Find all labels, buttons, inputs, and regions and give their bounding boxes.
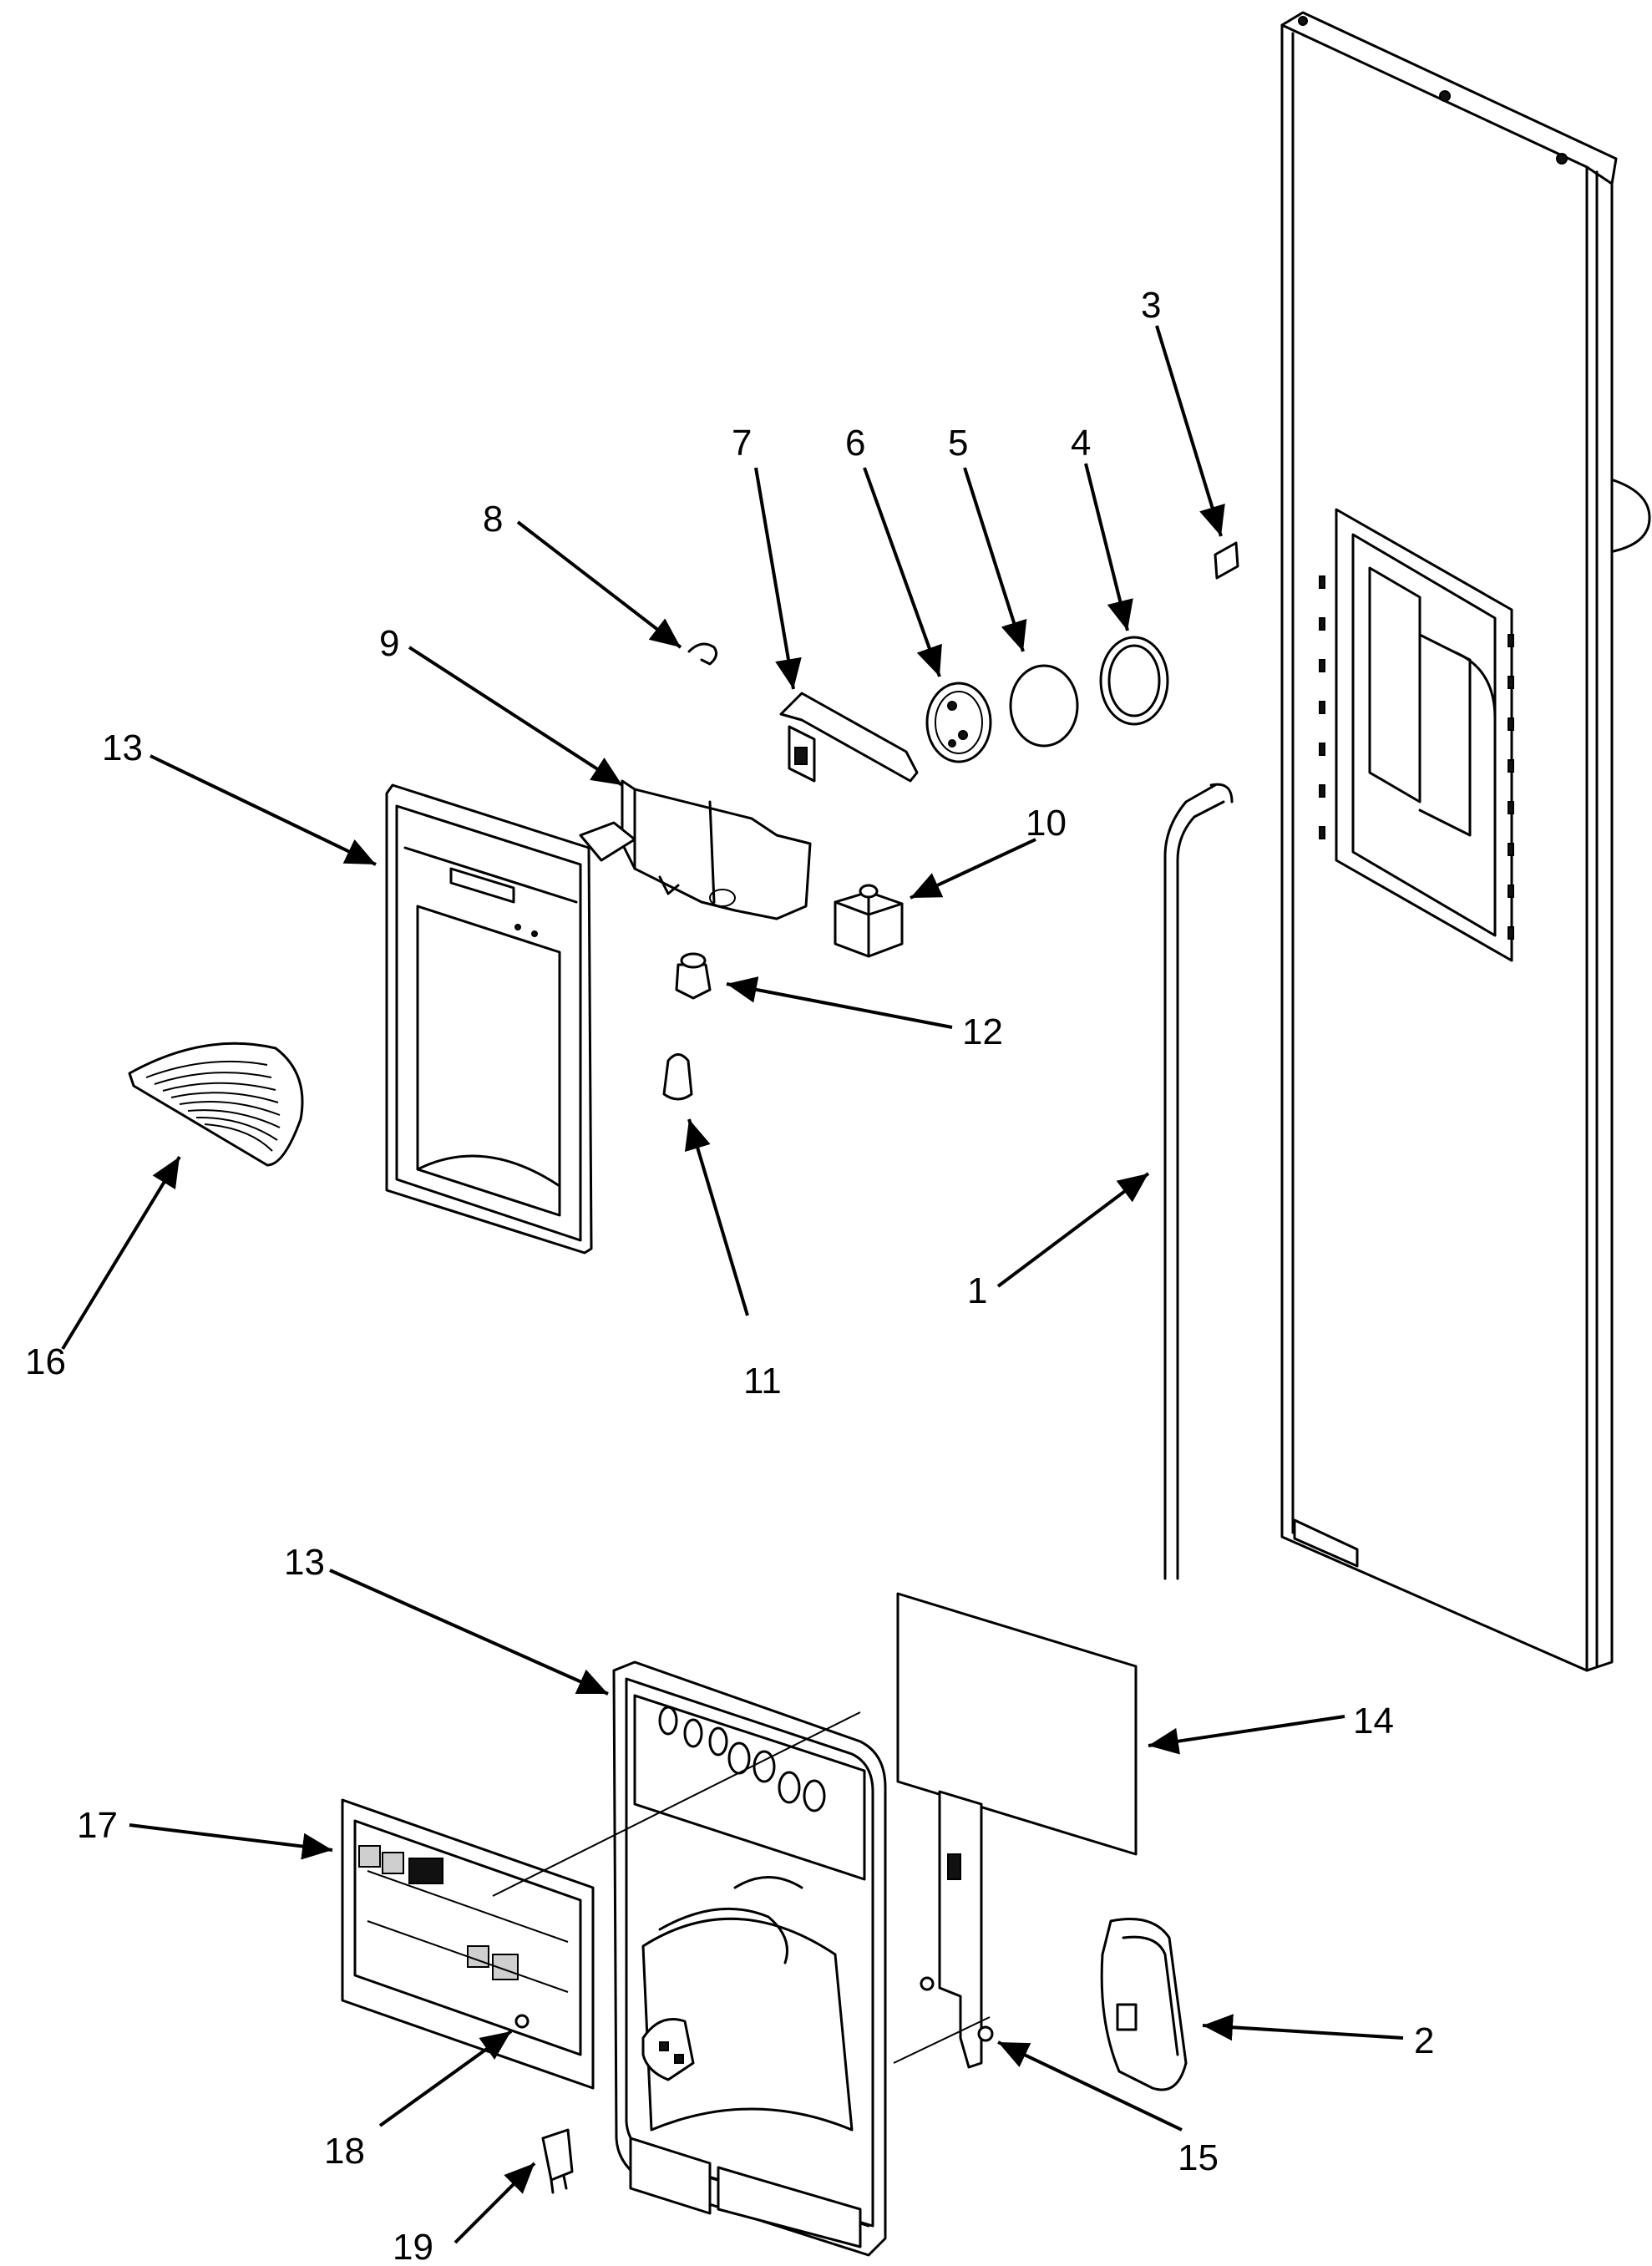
callout-13-lower: 13 <box>284 1542 325 1583</box>
reference-lines <box>492 1711 991 2064</box>
callout-9: 9 <box>379 623 399 664</box>
part-17-control-board <box>341 1798 595 2090</box>
part-19-switch <box>541 2128 574 2194</box>
callout-6: 6 <box>845 423 865 464</box>
callout-13-upper: 13 <box>102 727 143 768</box>
callout-16: 16 <box>25 1341 66 1382</box>
callout-18: 18 <box>324 2131 365 2172</box>
callout-5: 5 <box>948 423 968 464</box>
callout-labels: 1 2 3 4 5 6 7 8 9 10 11 12 13 13 14 15 1… <box>25 285 1434 2266</box>
leader-lines <box>61 325 1404 2244</box>
part-12-connector <box>675 952 712 1000</box>
callout-8: 8 <box>483 499 503 540</box>
callout-4: 4 <box>1071 423 1091 464</box>
callout-3: 3 <box>1141 285 1161 326</box>
callout-2: 2 <box>1414 2020 1434 2061</box>
part-5-lens <box>1009 664 1079 748</box>
part-13-dispenser-trim <box>385 783 593 1255</box>
callout-10: 10 <box>1026 803 1067 844</box>
part-3-pad <box>1214 541 1239 580</box>
callout-19: 19 <box>393 2227 433 2266</box>
part-15-screws <box>920 1976 994 2042</box>
callout-14: 14 <box>1353 1701 1394 1741</box>
part-10-solenoid <box>834 884 904 958</box>
part-8-clip <box>687 642 718 666</box>
part-11-bulb <box>662 1053 693 1101</box>
callout-1: 1 <box>967 1270 987 1311</box>
part-16-grille <box>128 1042 304 1167</box>
part-6-cap <box>925 682 992 763</box>
part-9-housing <box>579 779 812 920</box>
part-18-screw <box>514 2014 530 2029</box>
part-13-dispenser-housing <box>612 1660 887 2257</box>
door-slots <box>1319 575 1514 940</box>
part-2-cover <box>1100 1918 1188 2091</box>
part-14-panel <box>896 1592 1138 2069</box>
part-7-bracket <box>779 692 919 783</box>
callout-17: 17 <box>77 1805 118 1846</box>
callout-12: 12 <box>962 1011 1003 1052</box>
callout-11: 11 <box>743 1361 782 1402</box>
part-4-ring <box>1099 636 1169 726</box>
callout-7: 7 <box>732 423 752 464</box>
freezer-door <box>1280 11 1651 1672</box>
callout-15: 15 <box>1178 2137 1219 2178</box>
part-1-water-tube <box>1163 783 1234 1580</box>
